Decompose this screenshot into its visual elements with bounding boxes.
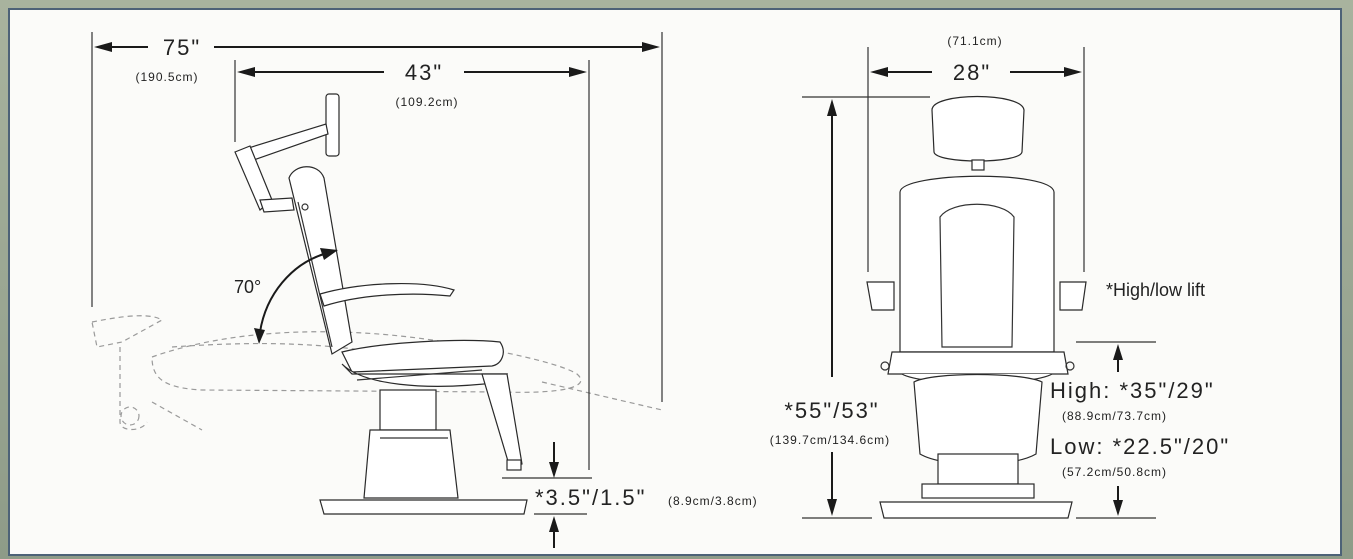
lift-note: *High/low lift [1106, 280, 1205, 300]
overall-length-cm: (190.5cm) [135, 70, 198, 84]
height-cm: (139.7cm/134.6cm) [770, 433, 890, 447]
width-cm: (71.1cm) [947, 34, 1002, 48]
depth-dimension [234, 60, 590, 470]
height-dimension [802, 96, 930, 519]
seat-height-dimension [1076, 341, 1156, 519]
recline-arc [254, 248, 338, 344]
overall-length-in: 75" [163, 35, 201, 60]
seat-high-in: High: *35"/29" [1050, 378, 1215, 403]
diagram-panel: 75" (190.5cm) 43" (109.2cm) 70° [8, 8, 1342, 556]
seat-high-cm: (88.9cm/73.7cm) [1062, 409, 1167, 423]
seat-low-cm: (57.2cm/50.8cm) [1062, 465, 1167, 479]
width-in: 28" [953, 60, 991, 85]
side-view: 75" (190.5cm) 43" (109.2cm) 70° [91, 32, 758, 548]
height-in: *55"/53" [784, 398, 879, 423]
upright-chair-side [234, 93, 528, 515]
depth-cm: (109.2cm) [395, 95, 458, 109]
floor-clearance-in: *3.5"/1.5" [535, 485, 646, 510]
floor-clearance-cm: (8.9cm/3.8cm) [668, 494, 758, 508]
front-view: (71.1cm) 28" *55"/53" (139.7cm/134.6cm) … [770, 34, 1230, 519]
seat-low-in: Low: *22.5"/20" [1050, 434, 1230, 459]
width-dimension [867, 47, 1085, 272]
reclined-chair-outline [91, 315, 663, 431]
floor-clearance-dimension [502, 442, 592, 548]
chair-front [866, 95, 1087, 519]
overall-length-dimension [91, 32, 663, 402]
recline-angle: 70° [234, 277, 261, 297]
depth-in: 43" [405, 60, 443, 85]
dimension-diagram: 75" (190.5cm) 43" (109.2cm) 70° [91, 32, 1230, 548]
